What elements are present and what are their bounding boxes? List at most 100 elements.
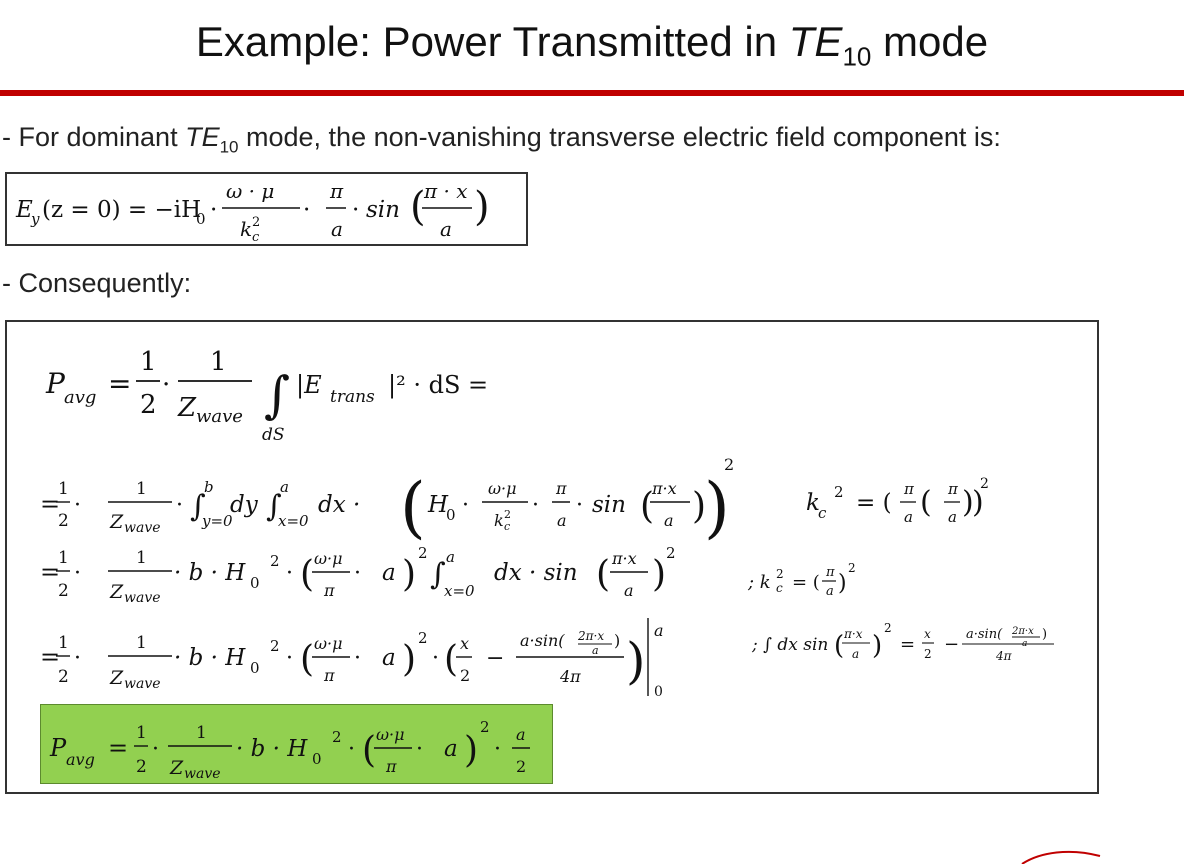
svg-text:k: k: [806, 490, 820, 516]
svg-text:π·x: π·x: [611, 549, 637, 568]
svg-text:=: =: [40, 490, 60, 518]
svg-text:(: (: [920, 485, 932, 520]
eq-line-3: = 1 2 · 1 Z wave · b · H 0 2 · ( ω·μ π ·…: [40, 544, 676, 606]
svg-text:1: 1: [136, 633, 147, 653]
svg-text:·: ·: [354, 646, 361, 671]
svg-text:E: E: [15, 197, 33, 223]
svg-text:a: a: [382, 560, 396, 586]
svg-text:k: k: [240, 217, 252, 241]
svg-text:ω·μ: ω·μ: [488, 479, 517, 498]
svg-text:(: (: [300, 554, 314, 595]
svg-text:a: a: [557, 511, 567, 530]
svg-text:∫: ∫: [266, 489, 282, 524]
svg-text:avg: avg: [66, 750, 95, 769]
svg-text:a: a: [654, 621, 664, 640]
svg-text:· b · H: · b · H: [174, 560, 246, 586]
svg-text:P: P: [45, 367, 66, 400]
svg-text:∫: ∫: [430, 557, 446, 592]
svg-text:2: 2: [418, 544, 428, 562]
svg-text:wave: wave: [196, 406, 243, 427]
svg-text:π · x: π · x: [423, 179, 468, 203]
svg-text:2: 2: [980, 476, 989, 492]
svg-text:π·x: π·x: [843, 627, 863, 641]
svg-text:2: 2: [270, 637, 280, 655]
svg-text:2: 2: [332, 728, 342, 746]
svg-text:ω·μ: ω·μ: [314, 549, 343, 568]
svg-text:π: π: [329, 179, 344, 203]
svg-text:dy: dy: [230, 492, 259, 518]
svg-text:·: ·: [210, 197, 217, 223]
svg-text:trans: trans: [330, 387, 375, 407]
svg-text:dx · sin: dx · sin: [494, 560, 578, 586]
title-divider: [0, 90, 1184, 96]
svg-text:π: π: [323, 581, 335, 600]
svg-text:π: π: [825, 565, 835, 580]
eq-line-1: P avg = 1 2 · 1 Z wave ∫ dS |E trans |² …: [45, 347, 488, 445]
svg-text:y: y: [30, 210, 40, 228]
svg-text:·: ·: [494, 737, 501, 762]
svg-text:·: ·: [74, 493, 81, 518]
svg-text:): ): [652, 554, 666, 595]
svg-text:1: 1: [210, 347, 227, 377]
svg-text:1: 1: [58, 548, 69, 568]
svg-text:a: a: [444, 736, 458, 762]
svg-text:y=0: y=0: [201, 512, 233, 530]
svg-text:x: x: [924, 627, 931, 641]
svg-text:b: b: [204, 478, 214, 496]
svg-text:1: 1: [140, 347, 157, 377]
svg-text:2: 2: [418, 629, 428, 647]
svg-text:x: x: [460, 634, 469, 653]
svg-text:): ): [402, 639, 416, 680]
svg-text:): ): [626, 632, 646, 690]
svg-text:1: 1: [58, 479, 69, 499]
svg-text:a: a: [664, 511, 674, 530]
svg-text:·: ·: [162, 370, 170, 400]
svg-text:=: =: [108, 367, 131, 400]
svg-text:=: =: [900, 634, 915, 655]
svg-text:avg: avg: [64, 387, 96, 408]
svg-text:π: π: [947, 480, 959, 498]
svg-text:2: 2: [58, 667, 69, 687]
svg-text:ω·μ: ω·μ: [376, 725, 405, 744]
svg-text:(: (: [300, 639, 314, 680]
svg-text:wave: wave: [184, 766, 221, 782]
svg-text:Z: Z: [109, 581, 124, 603]
svg-text:wave: wave: [124, 676, 161, 692]
svg-text:(: (: [400, 469, 426, 546]
svg-text:sin: sin: [592, 492, 626, 518]
svg-text:wave: wave: [124, 590, 161, 606]
svg-text:2: 2: [666, 544, 676, 562]
svg-text:·: ·: [74, 646, 81, 671]
svg-text:π: π: [323, 666, 335, 685]
svg-text:1: 1: [58, 633, 69, 653]
svg-text:2: 2: [924, 647, 932, 661]
svg-text:·: ·: [286, 561, 293, 586]
svg-text:2: 2: [140, 390, 157, 420]
svg-text:wave: wave: [124, 520, 161, 536]
svg-text:a: a: [826, 584, 834, 599]
svg-text:·: ·: [462, 493, 469, 518]
svg-text:· b · H: · b · H: [236, 736, 308, 762]
svg-text:): ): [474, 184, 490, 230]
svg-text:2: 2: [480, 718, 490, 736]
svg-text:·: ·: [303, 197, 310, 223]
svg-text:4π: 4π: [559, 667, 581, 686]
svg-text:2: 2: [516, 757, 526, 776]
svg-text:·: ·: [576, 493, 583, 518]
svg-text:sin: sin: [366, 197, 400, 223]
svg-text:dS: dS: [262, 425, 285, 445]
svg-text:2: 2: [460, 666, 470, 685]
svg-text:a: a: [446, 548, 455, 566]
svg-text:a: a: [516, 725, 526, 744]
svg-text:=: =: [40, 643, 60, 671]
svg-text:0: 0: [446, 506, 456, 524]
svg-text:π: π: [385, 757, 397, 776]
ey-equation-box: [5, 172, 528, 246]
slide-title: Example: Power Transmitted in TE10 mode: [195, 18, 989, 72]
svg-text:1: 1: [136, 479, 147, 499]
svg-text:2: 2: [724, 455, 734, 474]
svg-text:∫: ∫: [190, 489, 206, 524]
svg-text:·: ·: [354, 561, 361, 586]
bullet-consequently: - Consequently:: [2, 268, 192, 298]
